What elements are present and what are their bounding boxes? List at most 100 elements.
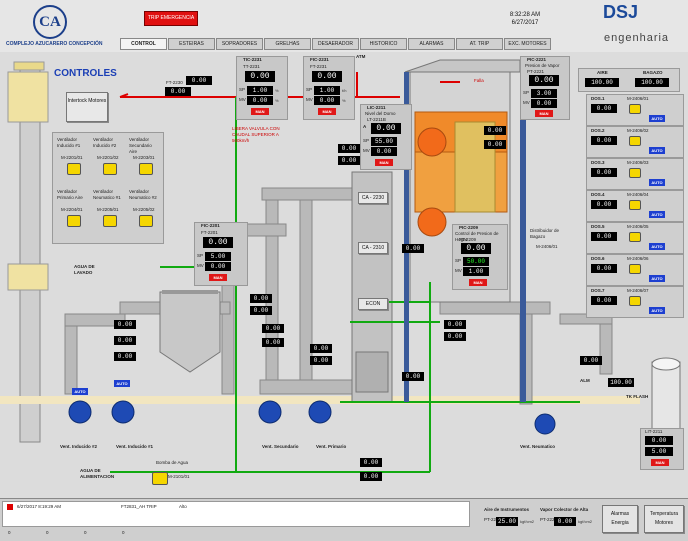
motor-4[interactable] [67,215,81,227]
tab-control[interactable]: CONTROL [120,38,167,50]
motor-1[interactable] [67,163,81,175]
tic-mv: 0.00 [247,96,273,105]
bomba-label: Bomba de Agua [156,460,189,465]
header-bar: CA COMPLEJO AZUCARERO CONCEPCIÓN TRIP EM… [0,0,688,53]
tic-tag: TT-2231 [243,64,260,69]
fan-label-primario: Vent. Primario [316,444,347,449]
alarm-list[interactable]: 6/27/2017 8:19:29 AM FT2831_AH TRIP Alto [2,501,470,527]
brand-name: DSJ [603,2,639,22]
dosificador-4[interactable]: DOS.4 M-2406/04 0.00 AUTO [586,190,684,222]
pic-vapor-mv: 0.00 [531,99,557,108]
warning-text: LIBERA VALVULA CON CAUDAL SUPERIOR A 500… [232,126,280,143]
lic-pv: 0.00 [371,123,401,134]
bomba-motor[interactable] [152,472,168,485]
lit-2211-panel[interactable]: LIT-2211 0.00 5.00 MAN [640,428,684,470]
tab-exc-motores[interactable]: EXC. MOTORES [504,38,551,50]
atm-label: ATM [356,54,366,59]
nav-tabs: CONTROL ESTEIRAS SOPRADORES GRELHAS DESA… [120,38,551,50]
pic-vapor-sp: 3.00 [531,89,557,98]
tic-2231-panel[interactable]: TIC-2231 TT-2231 0.00 SP 1.00 % MV 0.00 … [236,56,288,120]
bagazo-value: 100.00 [635,78,669,87]
trip-emergency-button[interactable]: TRIP EMERGENCIA [144,11,198,26]
ft-2230-value: 0.00 [165,87,191,96]
fic-sp: 1.00 [314,86,340,95]
flash-level-value: 100.00 [608,378,634,387]
fic-mv: 0.00 [314,96,340,105]
motor-2[interactable] [103,163,117,175]
interlock-motors-button[interactable]: Intertock Motores [66,92,108,122]
dosificadores-panel: DOS.1 M-2406/01 0.00 AUTO DOS.2 M-2406/0… [586,94,684,318]
company-name: COMPLEJO AZUCARERO CONCEPCIÓN [6,41,103,47]
clock-time: 8:32:28 AM [509,12,541,18]
fic-2231-panel[interactable]: FIC-2231 FT-2231 0.00 SP 1.00 t/h MV 0.0… [303,56,355,120]
aire-instrumentos-label: Aire de Instrumentos [484,507,530,512]
dosificador-5[interactable]: DOS.5 M-2406/05 0.00 AUTO [586,222,684,254]
process-diagram: CONTROLES Intertock Motores FT-2230 0.00… [0,52,688,498]
lic-mv: 0.00 [371,147,397,156]
dosificador-2[interactable]: DOS.2 M-2406/02 0.00 AUTO [586,126,684,158]
alarm-indicator-icon [7,504,13,510]
falla-label: Falla [474,78,484,83]
brand-logo: DSJ [603,2,638,23]
dosificador-3[interactable]: DOS.3 M-2406/03 0.00 AUTO [586,158,684,190]
alm-label: ALM [580,378,590,383]
lic-mode[interactable]: MAN [375,159,393,166]
econ-label: ECON [358,298,388,310]
aire-value: 100.00 [585,78,619,87]
brand-subtitle: engenharia [604,32,670,44]
pic-vapor-mode[interactable]: MAN [535,110,553,117]
tab-sopradores[interactable]: SOPRADORES [216,38,263,50]
motor-panel: Ventilador Inducido #1 Ventilador Induci… [52,132,164,244]
fic-2201-panel[interactable]: FIC-2201 FT-2201 0.00 SP 5.00 MV 0.00 MA… [194,222,248,286]
pic-2221-panel[interactable]: PIC-2221 Presion de Vapor PT-2221 0.00 S… [520,56,570,120]
footer-bar: 6/27/2017 8:19:29 AM FT2831_AH TRIP Alto… [0,498,688,541]
motor-3[interactable] [139,163,153,175]
fan-label-inducido-1: Vent. Inducido #1 [116,444,154,449]
fan-label-secundario: Vent. Secundario [262,444,299,449]
alarm-date: 6/27/2017 8:19:29 AM [17,504,62,509]
alarm-state: Alto [179,504,187,509]
dosificador-1[interactable]: DOS.1 M-2406/01 0.00 AUTO [586,94,684,126]
alarm-tag: FT2831_AH TRIP [121,504,157,509]
tab-alarmas[interactable]: ALARMAS [408,38,455,50]
ft-2230-tag: FT-2230 [166,80,183,85]
fic-mode[interactable]: MAN [318,108,336,115]
distribuidor-label: Distribuidor de Bagazo [530,228,560,239]
aire-instrumentos-value: 25.00 [496,517,518,526]
tic-pv: 0.00 [245,71,275,82]
page-title: CONTROLES [54,68,117,79]
et-2231-value: 0.00 [186,76,212,85]
tab-desaerador[interactable]: DESAERADOR [312,38,359,50]
dosificador-7[interactable]: DOS.7 M-2406/07 0.00 AUTO [586,286,684,318]
ca-2230-label: CA - 2230 [358,192,388,204]
tk-flash-label: TK FLASH [626,394,649,399]
tic-sp: 1.00 [247,86,273,95]
pic-vapor-pv: 0.00 [529,75,559,86]
tab-at-trip[interactable]: AT. TRIP [456,38,503,50]
fan-label-inducido-2: Vent. Inducido #2 [60,444,98,449]
pic-2209-panel[interactable]: PIC-2209 Control de Presion de Hogar PT-… [452,224,508,290]
tab-historico[interactable]: HISTORICO [360,38,407,50]
clock-date: 6/27/2017 [511,20,539,26]
tic-title: TIC-2231 [243,57,262,62]
vapor-colector-label: Vapor Colector de Alta [540,507,589,512]
tic-mode[interactable]: MAN [251,108,269,115]
dosificador-6[interactable]: DOS.6 M-2406/06 0.00 AUTO [586,254,684,286]
motor-5[interactable] [103,215,117,227]
motor-6[interactable] [139,215,153,227]
agua-alimentacion-label: AGUA DE ALIMENTACION [80,468,115,479]
process-schematic [0,59,681,473]
company-logo: CA [33,5,67,39]
tab-esteiras[interactable]: ESTEIRAS [168,38,215,50]
lic-2211-panel[interactable]: LIC-2211 Nivel del Domo LT-2211B A 0.00 … [360,104,412,170]
vapor-colector-value: 0.00 [554,517,576,526]
alarm-energy-button[interactable]: Alarmas Energia [602,505,638,533]
tab-grelhas[interactable]: GRELHAS [264,38,311,50]
temperature-motors-button[interactable]: Temperatura Motores [644,505,684,533]
fan-label-neumatico: Vent. Neumatico [520,444,556,449]
fic-pv: 0.00 [312,71,342,82]
lic-sp: 55.00 [371,137,397,146]
agua-lavado-label: AGUA DE LAVADO [74,264,95,275]
feed-summary-panel: AIRE BAGAZO 100.00 100.00 [578,68,680,92]
alarm-counters: 0 0 0 0 [8,530,125,535]
